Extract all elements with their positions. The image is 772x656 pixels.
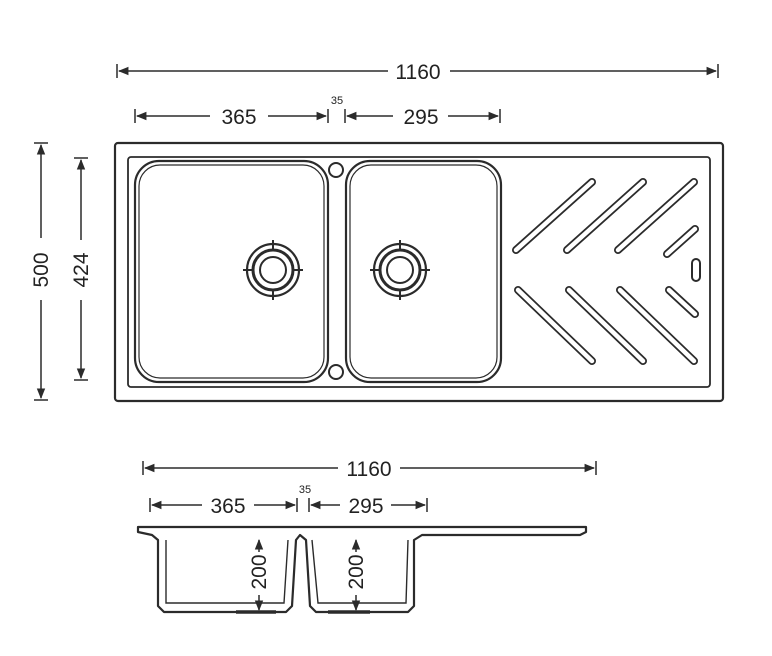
top-view: 1160 365 35 295 500	[30, 61, 725, 403]
sink-side-profile	[136, 525, 588, 614]
tap-hole-bottom	[328, 364, 344, 380]
side-bowl2-width-label: 295	[348, 495, 383, 518]
top-overall-depth-dimension: 500	[30, 142, 53, 401]
top-bowl-width-dimensions: 365 35 295	[134, 95, 501, 129]
top-overall-width-dimension: 1160	[116, 61, 719, 84]
drain-bowl1	[243, 240, 303, 300]
drainer-grooves	[512, 178, 699, 365]
drain-bowl2	[370, 240, 430, 300]
side-overall-width-dimension: 1160	[142, 458, 597, 481]
bowl2-top	[344, 159, 503, 384]
side-overall-width-label: 1160	[346, 458, 391, 481]
side-bowl-width-dimensions: 365 35 295	[149, 484, 428, 518]
side-bowl1-width-label: 365	[210, 495, 245, 518]
top-bowl2-width-label: 295	[403, 106, 438, 129]
side-bowl1-depth-label: 200	[248, 554, 271, 589]
top-bowl1-width-label: 365	[221, 106, 256, 129]
top-overall-depth-label: 500	[30, 252, 53, 287]
side-bowl2-depth-label: 200	[345, 554, 368, 589]
overflow-slot	[691, 258, 701, 282]
side-view: 1160 365 35 295	[136, 458, 597, 614]
top-inner-depth-dimension: 424	[70, 157, 93, 381]
side-bowl1-depth-dimension: 200	[248, 538, 271, 612]
side-gap-label: 35	[299, 484, 311, 496]
sink-top-outline	[113, 141, 725, 403]
top-gap-label: 35	[331, 95, 343, 107]
top-inner-depth-label: 424	[70, 252, 93, 287]
bowl1-top	[133, 159, 330, 384]
tap-hole-top	[328, 162, 344, 178]
side-bowl2-depth-dimension: 200	[345, 538, 368, 612]
top-overall-width-label: 1160	[395, 61, 440, 84]
